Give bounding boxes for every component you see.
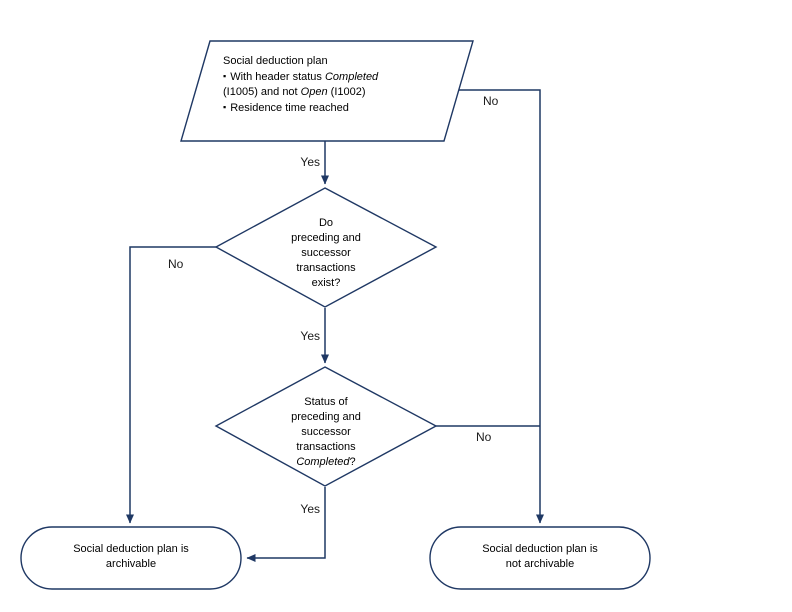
edge-label-decision2-yes: Yes [300,502,320,516]
bullet-icon: ▪ [223,71,227,81]
edge-label-decision1-no: No [168,257,184,271]
start-parallelogram [180,40,474,142]
edge-decision2-yes-to-end-left [246,487,326,562]
start-node-bullet-2: ▪Residence time reached [223,102,349,114]
edge-label-decision2-no: No [476,430,492,444]
edge-label-start-no: No [483,94,499,108]
end-node-not-archivable-text: Social deduction plan is not archivable [482,543,598,570]
edge-label-decision1-yes: Yes [300,329,320,343]
edge-decision1-no-to-end-left [126,246,216,524]
decision2-text: Status of preceding and successor transa… [291,396,361,468]
decision2-diamond [214,366,438,487]
decision1-text: Do preceding and successor transactions … [291,217,361,289]
start-node-bullet-1-cont: (I1005) and not Open (I1002) [223,86,366,98]
end-right-stadium [429,526,651,590]
end-left-stadium [20,526,242,590]
start-node-bullet-1: ▪With header status Completed [223,71,379,83]
edge-label-start-yes: Yes [300,155,320,169]
decision1-diamond [214,187,438,308]
bullet-icon: ▪ [223,102,227,112]
start-node-text: Social deduction plan ▪With header statu… [223,54,463,116]
edge-start-no-to-end-right [459,89,544,524]
end-node-archivable-text: Social deduction plan is archivable [73,543,189,570]
start-node-title: Social deduction plan [223,55,328,67]
